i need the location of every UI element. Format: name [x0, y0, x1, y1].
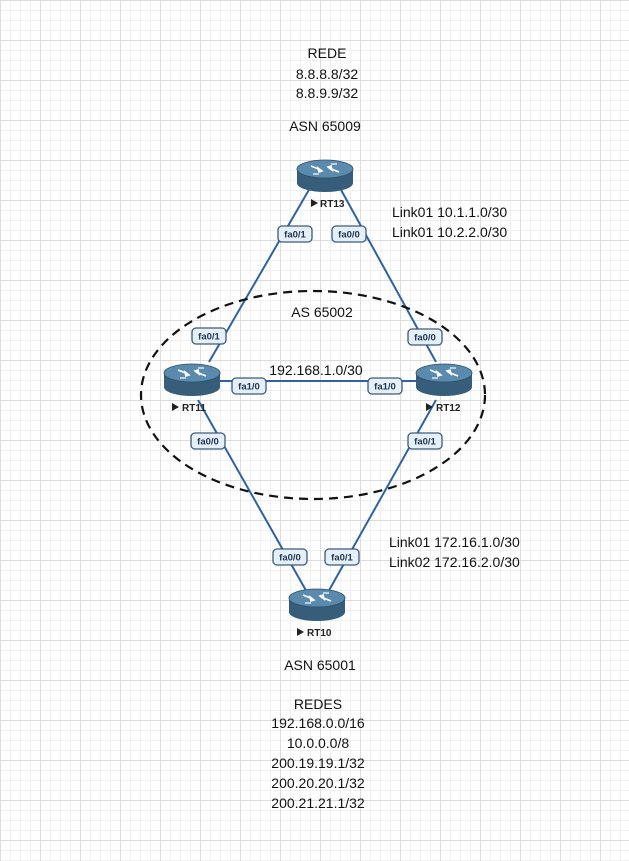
router-label: RT13 — [320, 199, 345, 210]
port-rt13-fa0-1[interactable]: fa0/1 — [277, 225, 313, 243]
top-asn-label: ASN 65009 — [289, 118, 361, 134]
router-icon — [288, 588, 346, 621]
router-rt13[interactable]: RT13 — [296, 159, 354, 210]
port-label: fa0/1 — [198, 332, 220, 343]
router-icon — [415, 363, 473, 396]
port-label: fa0/0 — [279, 553, 301, 564]
bottom-network-line: 200.19.19.1/32 — [271, 755, 365, 771]
port-label: fa0/1 — [331, 553, 353, 564]
port-label: fa0/1 — [284, 230, 306, 241]
bottom-link-label: Link01 172.16.1.0/30 — [389, 534, 520, 550]
router-label: RT10 — [307, 628, 332, 639]
port-label: fa1/0 — [374, 382, 396, 393]
bottom-network-title: REDES — [294, 696, 342, 712]
port-rt12-fa0-1[interactable]: fa0/1 — [407, 432, 443, 450]
port-label: fa0/0 — [338, 230, 360, 241]
bottom-link-label: Link02 172.16.2.0/30 — [389, 554, 520, 570]
router-icon — [296, 159, 354, 192]
port-label: fa1/0 — [238, 382, 260, 393]
port-rt11-fa0-0[interactable]: fa0/0 — [190, 432, 226, 450]
play-icon — [426, 403, 433, 411]
port-label: fa0/0 — [197, 437, 219, 448]
bottom-network-line: 192.168.0.0/16 — [271, 715, 365, 731]
play-icon — [311, 199, 318, 207]
top-network-title: REDE — [308, 45, 347, 61]
port-label: fa0/1 — [414, 437, 436, 448]
router-rt11[interactable]: RT11 — [163, 363, 221, 414]
port-rt12-fa0-0[interactable]: fa0/0 — [407, 328, 443, 346]
port-rt11-fa0-1[interactable]: fa0/1 — [191, 327, 227, 345]
bottom-network-line: 10.0.0.0/8 — [287, 735, 349, 751]
top-link-label: Link01 10.2.2.0/30 — [392, 224, 507, 240]
bottom-network-line: 200.20.20.1/32 — [271, 775, 365, 791]
top-link-label: Link01 10.1.1.0/30 — [392, 204, 507, 220]
router-label: RT11 — [182, 403, 206, 414]
as-group-label: AS 65002 — [291, 304, 353, 320]
bottom-network-line: 200.21.21.1/32 — [271, 795, 365, 811]
play-icon — [297, 628, 304, 636]
router-icon — [163, 363, 221, 396]
router-rt10[interactable]: RT10 — [288, 588, 346, 639]
middle-link-label: 192.168.1.0/30 — [269, 362, 363, 378]
router-rt12[interactable]: RT12 — [415, 363, 473, 414]
play-icon — [172, 403, 179, 411]
port-rt10-fa0-0[interactable]: fa0/0 — [272, 548, 308, 566]
port-rt13-fa0-0[interactable]: fa0/0 — [331, 225, 367, 243]
router-label: RT12 — [436, 403, 461, 414]
top-network-line: 8.8.9.9/32 — [296, 85, 358, 101]
port-rt11-fa1-0[interactable]: fa1/0 — [231, 377, 267, 395]
port-label: fa0/0 — [414, 333, 436, 344]
top-network-line: 8.8.8.8/32 — [296, 66, 358, 82]
port-rt10-fa0-1[interactable]: fa0/1 — [324, 548, 360, 566]
as-boundary-ellipse — [139, 289, 487, 501]
bottom-asn-label: ASN 65001 — [284, 657, 356, 673]
port-rt12-fa1-0[interactable]: fa1/0 — [367, 377, 403, 395]
